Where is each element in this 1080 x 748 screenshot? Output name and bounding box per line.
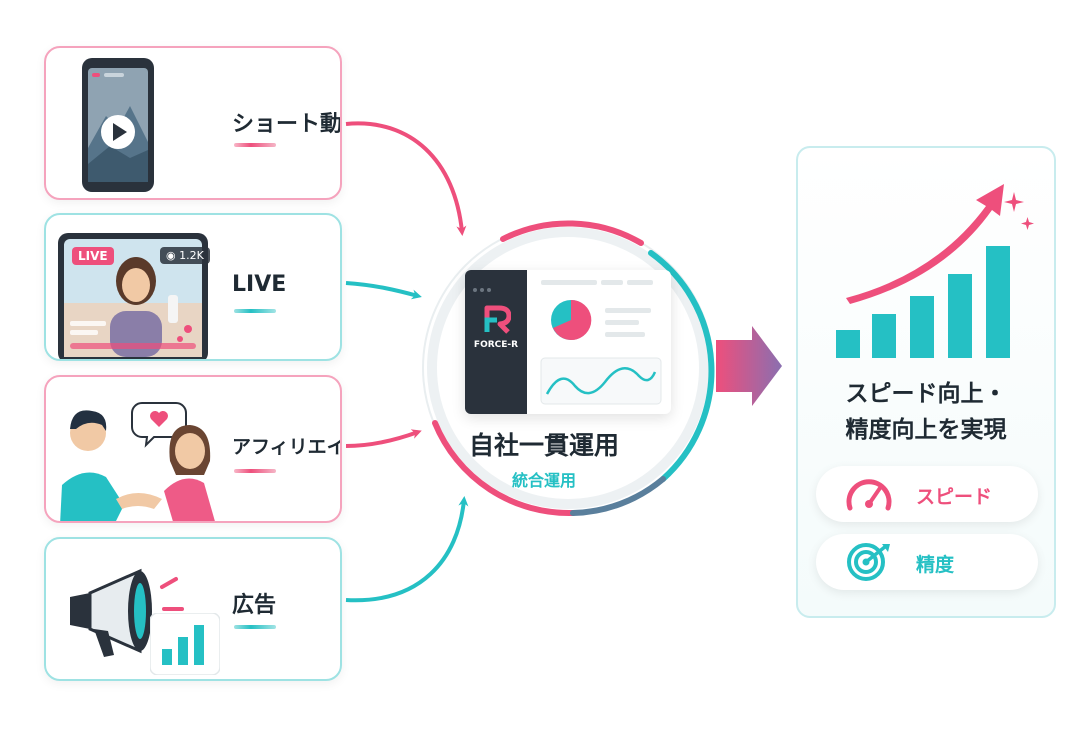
viewer-count-value: 1.2K — [179, 249, 204, 262]
window-dots — [473, 277, 491, 296]
result-panel: スピード向上・ 精度向上を実現 スピード 精度 — [796, 146, 1056, 618]
center-subtitle: 統合運用 — [511, 471, 576, 490]
smartphone-video-icon — [82, 58, 154, 192]
metric-pill-speed: スピード — [816, 466, 1038, 522]
arrow-affiliate — [345, 429, 422, 448]
big-result-arrow — [716, 326, 782, 406]
channel-card-short-video: ショート動画 — [44, 46, 342, 200]
channel-card-affiliate: アフィリエイト — [44, 375, 342, 523]
pie-chart-icon — [551, 299, 592, 340]
channel-label-live: LIVE — [232, 272, 287, 297]
label-underline — [234, 143, 276, 147]
eye-icon: ◉ — [166, 249, 176, 262]
channel-label-short-video: ショート動画 — [232, 112, 342, 137]
handshake-people-icon — [60, 402, 215, 521]
result-title-line2: 精度向上を実現 — [845, 417, 1007, 443]
live-badge: LIVE — [72, 247, 114, 265]
target-icon — [847, 543, 890, 581]
center-title: 自社一貫運用 — [468, 431, 619, 460]
label-underline — [234, 469, 276, 473]
result-title-line1: スピード向上・ — [845, 381, 1007, 407]
dashboard-window: FORCE-R — [465, 270, 671, 414]
viewer-count: ◉ 1.2K — [160, 247, 210, 264]
dashboard-content — [540, 280, 662, 405]
result-title: スピード向上・ 精度向上を実現 — [798, 376, 1054, 448]
bar-chart-icon — [150, 613, 220, 675]
speedometer-icon — [846, 479, 892, 511]
channel-label-affiliate: アフィリエイト — [232, 436, 340, 458]
channel-card-ads: 広告 — [44, 537, 342, 681]
growth-chart-icon — [836, 184, 1034, 358]
label-underline — [234, 625, 276, 629]
dashboard-sidebar: FORCE-R — [465, 270, 527, 414]
metric-label-accuracy: 精度 — [916, 554, 955, 576]
force-r-logo-icon — [484, 305, 511, 334]
arrow-live — [345, 281, 422, 300]
arrow-short-video — [345, 121, 467, 236]
channel-card-live: LIVE ◉ 1.2K LIVE — [44, 213, 342, 361]
channel-label-ads: 広告 — [232, 593, 277, 618]
metric-pill-accuracy: 精度 — [816, 534, 1038, 590]
metric-label-speed: スピード — [916, 486, 993, 508]
logo-text: FORCE-R — [473, 340, 519, 350]
line-chart-icon — [545, 367, 657, 395]
arrow-ads — [345, 496, 469, 603]
sparkle-icon — [1004, 192, 1024, 212]
label-underline — [234, 309, 276, 313]
